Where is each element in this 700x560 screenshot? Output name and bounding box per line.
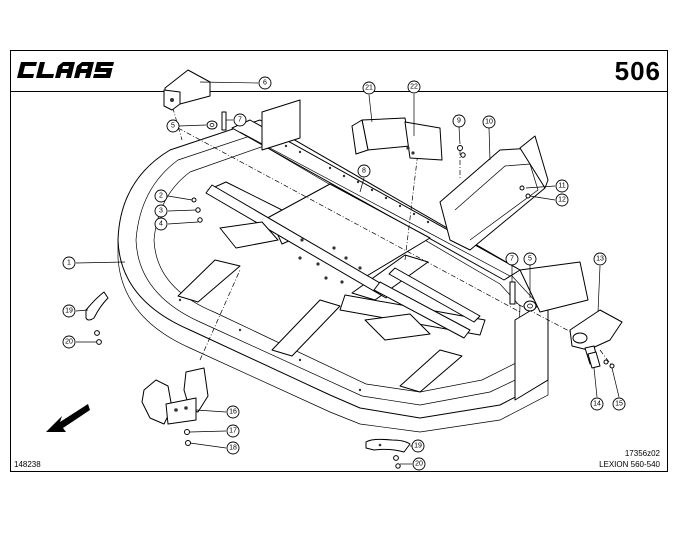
svg-text:7: 7 xyxy=(510,256,514,263)
callout-5: 5 xyxy=(166,119,180,133)
callout-14: 14 xyxy=(590,397,604,411)
part-19-skid-bottom xyxy=(365,438,411,453)
svg-text:7: 7 xyxy=(238,117,242,124)
svg-text:3: 3 xyxy=(159,208,163,215)
drawing-id: 17356z02 xyxy=(624,449,660,458)
callout-1: 1 xyxy=(62,256,76,270)
callout-16: 16 xyxy=(226,405,240,419)
part-22-cover xyxy=(404,121,443,161)
part-13-bracket xyxy=(569,309,623,365)
main-frame xyxy=(117,99,589,433)
svg-text:21: 21 xyxy=(365,85,373,92)
svg-text:4: 4 xyxy=(159,221,163,228)
svg-text:1: 1 xyxy=(67,260,71,267)
svg-text:22: 22 xyxy=(410,84,418,91)
svg-text:17: 17 xyxy=(229,428,237,435)
callout-4: 4 xyxy=(154,217,168,231)
part-5-washer xyxy=(206,120,218,130)
part-20-bolt-bottom xyxy=(393,455,401,469)
svg-text:12: 12 xyxy=(558,197,566,204)
part-9-bolt xyxy=(457,145,466,158)
svg-text:8: 8 xyxy=(362,168,366,175)
page-number: 506 xyxy=(614,56,661,86)
svg-text:20: 20 xyxy=(65,339,73,346)
part-10-bracket xyxy=(439,135,549,251)
callout-11: 11 xyxy=(555,179,569,193)
part-11-12-fasteners xyxy=(519,185,531,199)
callout-10: 10 xyxy=(482,115,496,129)
callout-6: 6 xyxy=(258,76,272,90)
svg-text:18: 18 xyxy=(229,445,237,452)
svg-text:19: 19 xyxy=(65,308,73,315)
direction-arrow xyxy=(46,404,90,432)
header-divider xyxy=(10,91,668,92)
page-frame xyxy=(10,50,668,472)
part-16-support xyxy=(141,367,209,425)
part-20-bolt-left xyxy=(94,330,102,345)
svg-text:13: 13 xyxy=(596,256,604,263)
svg-text:9: 9 xyxy=(457,118,461,125)
svg-text:2: 2 xyxy=(159,193,163,200)
svg-text:15: 15 xyxy=(615,401,623,408)
callout-7-right: 7 xyxy=(505,252,519,266)
callout-5-right: 5 xyxy=(523,252,537,266)
callout-18: 18 xyxy=(226,441,240,455)
callout-21: 21 xyxy=(362,81,376,95)
callout-3: 3 xyxy=(154,204,168,218)
callout-19-bottom: 19 xyxy=(411,439,425,453)
callout-20-left: 20 xyxy=(62,335,76,349)
model-label: LEXION 560-540 xyxy=(599,460,660,469)
svg-text:20: 20 xyxy=(415,461,423,468)
part-15-bolt xyxy=(603,359,615,369)
part-17-washer xyxy=(184,429,190,435)
svg-text:5: 5 xyxy=(528,256,532,263)
callout-22: 22 xyxy=(407,80,421,94)
callout-7: 7 xyxy=(233,113,247,127)
callout-13: 13 xyxy=(593,252,607,266)
svg-text:14: 14 xyxy=(593,401,601,408)
part-14-plate xyxy=(587,351,601,369)
svg-text:10: 10 xyxy=(485,119,493,126)
part-7-pin xyxy=(221,111,227,131)
part-6-bracket xyxy=(163,69,211,111)
callout-19-left: 19 xyxy=(62,304,76,318)
leader-lines xyxy=(75,81,620,465)
part-7-pin-right xyxy=(509,281,516,305)
svg-text:16: 16 xyxy=(229,409,237,416)
part-19-skid-left xyxy=(85,291,109,321)
callout-8: 8 xyxy=(357,164,371,178)
svg-text:5: 5 xyxy=(171,123,175,130)
callout-20-bottom: 20 xyxy=(412,457,426,471)
part-5-washer-right xyxy=(523,300,537,312)
svg-text:11: 11 xyxy=(558,183,565,190)
callout-2: 2 xyxy=(154,189,168,203)
svg-text:6: 6 xyxy=(263,80,267,87)
part-21-cover xyxy=(351,117,411,155)
claas-logo xyxy=(17,62,115,78)
document-number: 148238 xyxy=(14,460,41,469)
part-18-bolt xyxy=(185,440,191,446)
svg-text:19: 19 xyxy=(414,443,422,450)
callout-12: 12 xyxy=(555,193,569,207)
callout-17: 17 xyxy=(226,424,240,438)
callout-15: 15 xyxy=(612,397,626,411)
callout-9: 9 xyxy=(452,114,466,128)
